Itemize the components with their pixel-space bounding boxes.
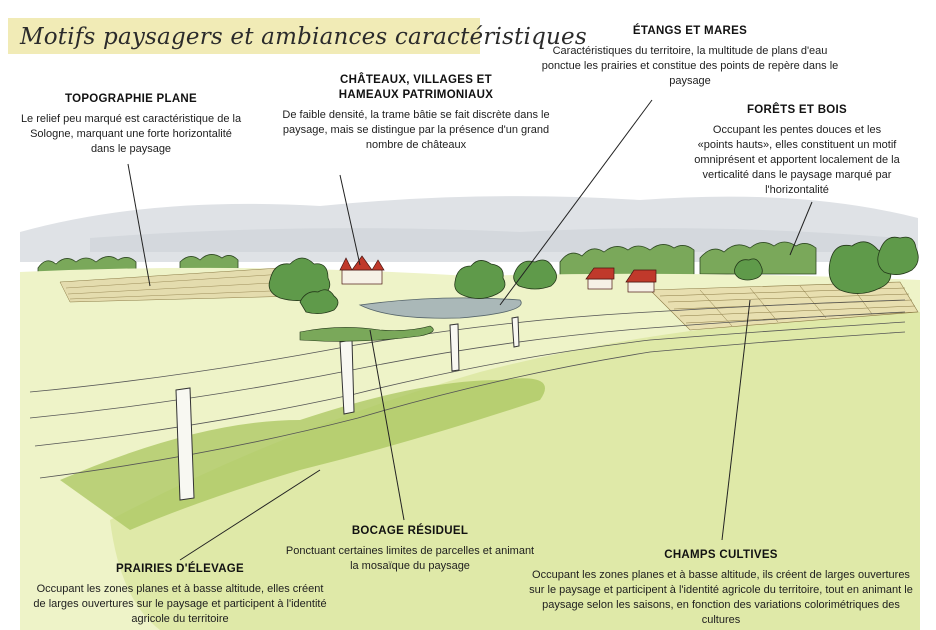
trees	[268, 236, 919, 314]
topographie-heading: TOPOGRAPHIE PLANE	[64, 93, 198, 105]
forets-text: Occupant les pentes douces et les «point…	[694, 124, 900, 196]
left-field-furrows	[65, 273, 297, 300]
label-champs: CHAMPS CULTIVES Occupant les zones plane…	[524, 548, 918, 628]
leader-topographie	[127, 163, 151, 287]
bocage-heading: BOCAGE RÉSIDUEL	[351, 525, 469, 537]
topographie-text: Le relief peu marqué est caractéristique…	[20, 113, 242, 155]
forets-heading: FORÊTS ET BOIS	[746, 104, 848, 116]
leader-chateaux	[339, 174, 361, 266]
hedge	[299, 325, 434, 342]
leader-forets	[789, 201, 813, 256]
chateaux-text: De faible densité, la trame bâtie se fai…	[282, 109, 550, 151]
prairies-text: Occupant les zones planes et à basse alt…	[33, 583, 327, 625]
champs-text: Occupant les zones planes et à basse alt…	[529, 569, 913, 626]
prairies-heading: PRAIRIES D'ÉLEVAGE	[115, 563, 245, 575]
chateaux-heading: CHÂTEAUX, VILLAGES ET HAMEAUX PATRIMONIA…	[338, 74, 494, 101]
label-bocage: BOCAGE RÉSIDUEL Ponctuant certaines limi…	[282, 524, 538, 574]
leader-champs	[721, 299, 751, 541]
chateau	[339, 255, 385, 285]
label-prairies: PRAIRIES D'ÉLEVAGE Occupant les zones pl…	[30, 562, 330, 627]
label-forets: FORÊTS ET BOIS Occupant les pentes douce…	[694, 103, 900, 198]
farmhouses	[585, 267, 657, 293]
etangs-text: Caractéristiques du territoire, la multi…	[541, 45, 839, 87]
leader-bocage	[369, 329, 405, 521]
label-topographie: TOPOGRAPHIE PLANE Le relief peu marqué e…	[20, 92, 242, 157]
fence-posts	[175, 316, 520, 501]
etangs-heading: ÉTANGS ET MARES	[632, 25, 748, 37]
page-title: Motifs paysagers et ambiances caractéris…	[20, 24, 587, 50]
label-etangs: ÉTANGS ET MARES Caractéristiques du terr…	[540, 24, 840, 89]
bocage-text: Ponctuant certaines limites de parcelles…	[285, 545, 535, 572]
meadow-foreground	[110, 312, 920, 630]
leader-prairies	[179, 469, 321, 561]
leader-lines	[127, 99, 813, 561]
leader-etangs	[499, 99, 653, 306]
champs-heading: CHAMPS CULTIVES	[664, 549, 778, 561]
title-banner	[8, 18, 480, 54]
pond	[358, 297, 522, 319]
sky-haze-band	[90, 228, 900, 252]
label-chateaux: CHÂTEAUX, VILLAGES ET HAMEAUX PATRIMONIA…	[268, 73, 564, 153]
